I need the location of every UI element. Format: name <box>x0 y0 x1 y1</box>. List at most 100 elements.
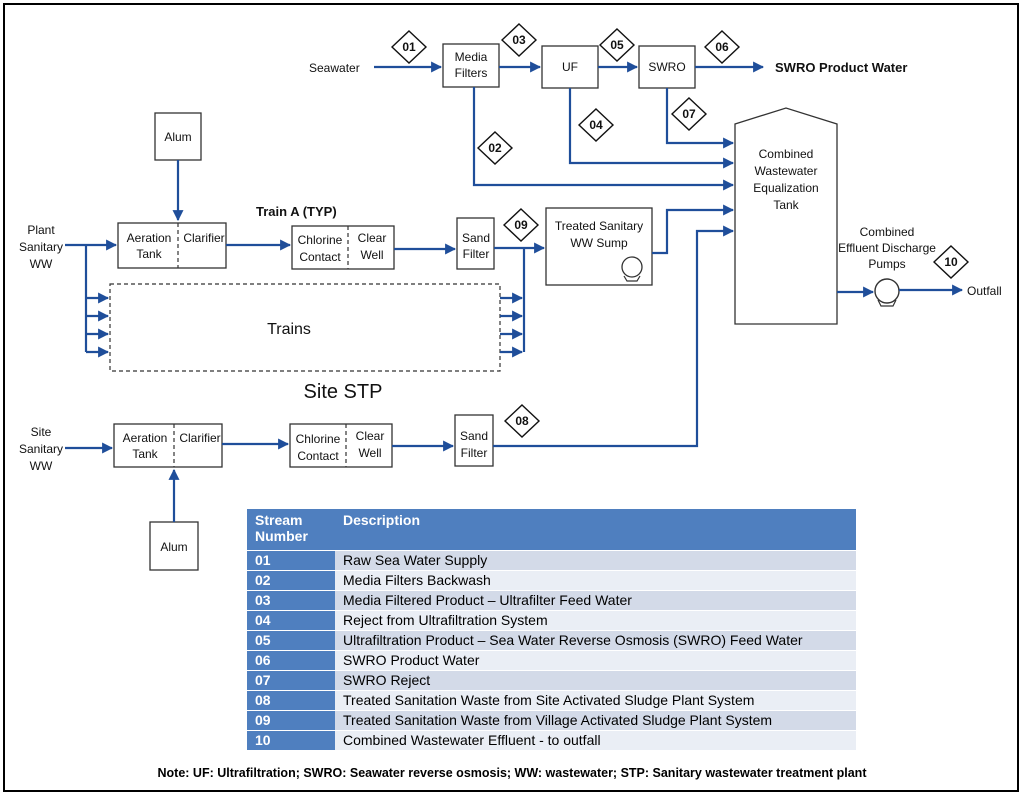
stream-tag-07: 07 <box>670 97 708 131</box>
sump-label-1: Treated Sanitary <box>555 219 643 233</box>
site-ww-label-3: WW <box>30 459 53 473</box>
site-ww-label-1: Site <box>31 425 52 439</box>
footnote: Note: UF: Ultrafiltration; SWRO: Seawate… <box>157 766 867 780</box>
chlorine-label-a-2: Contact <box>299 250 341 264</box>
seawater-label: Seawater <box>309 61 360 75</box>
swro-label: SWRO <box>648 60 685 74</box>
stream-tag-04: 04 <box>577 108 615 142</box>
chlorine-clearwell-box-a <box>291 225 395 270</box>
outfall-label: Outfall <box>967 284 1002 298</box>
flow-02-backwash <box>472 87 735 191</box>
plant-ww-label-2: Sanitary <box>19 240 63 254</box>
flow-08-to-tank <box>493 225 735 448</box>
sand-label-site-1: Sand <box>460 429 488 443</box>
aeration-clarifier-box-a <box>117 222 227 269</box>
svg-text:08: 08 <box>515 414 529 428</box>
trains-label: Trains <box>267 321 311 338</box>
svg-text:02: 02 <box>488 141 502 155</box>
swro-product-label: SWRO Product Water <box>775 60 907 75</box>
svg-text:06: 06 <box>715 40 729 54</box>
media-filters-box <box>442 43 500 88</box>
stream-tag-08: 08 <box>503 404 541 438</box>
svg-text:01: 01 <box>402 40 416 54</box>
aeration-label-site-1: Aeration <box>123 431 168 445</box>
chlorine-clearwell-box-site <box>289 423 393 468</box>
discharge-pump-icon <box>874 278 900 304</box>
diagram-frame <box>3 3 1019 792</box>
uf-box <box>541 45 599 89</box>
chlorine-label-site-2: Contact <box>297 449 339 463</box>
flow-sump-to-tank <box>652 204 735 255</box>
stream-tag-03: 03 <box>500 23 538 57</box>
aeration-clarifier-box-site <box>113 423 223 468</box>
chlorine-label-a-1: Chlorine <box>298 233 343 247</box>
alum-box-bottom <box>149 521 199 571</box>
sand-label-a-2: Filter <box>463 247 490 261</box>
flow-04-uf-reject <box>568 88 735 169</box>
clearwell-label-site-1: Clear <box>356 429 385 443</box>
tank-label-1: Combined <box>759 147 814 161</box>
sand-label-a-1: Sand <box>462 231 490 245</box>
equalization-tank <box>734 107 838 325</box>
clearwell-label-site-2: Well <box>358 446 381 460</box>
stream-tag-06: 06 <box>703 30 741 64</box>
sump-pump-icon <box>621 256 643 278</box>
svg-text:03: 03 <box>512 33 526 47</box>
stream-tag-10: 10 <box>932 245 970 279</box>
svg-text:04: 04 <box>589 118 603 132</box>
svg-text:07: 07 <box>682 107 696 121</box>
svg-text:10: 10 <box>944 255 958 269</box>
pumps-label-3: Pumps <box>868 257 905 271</box>
tank-label-4: Tank <box>773 198 799 212</box>
stream-tag-05: 05 <box>598 28 636 62</box>
media-filters-label-1: Media <box>455 50 488 64</box>
stream-tag-09: 09 <box>502 208 540 242</box>
tank-label-2: Wastewater <box>755 164 818 178</box>
clarifier-label-site: Clarifier <box>179 431 220 445</box>
stream-tag-01: 01 <box>390 30 428 64</box>
pumps-label-2: Effluent Discharge <box>838 241 936 255</box>
sand-filter-box-site <box>454 414 494 467</box>
aeration-label-a-2: Tank <box>136 247 162 261</box>
svg-text:05: 05 <box>610 38 624 52</box>
aeration-label-a-1: Aeration <box>127 231 172 245</box>
trains-box <box>109 283 501 372</box>
site-stp-label: Site STP <box>304 381 383 403</box>
pumps-label-1: Combined <box>860 225 915 239</box>
chlorine-label-site-1: Chlorine <box>296 432 341 446</box>
sump-label-2: WW Sump <box>570 236 628 250</box>
alum-label-bottom: Alum <box>160 540 187 554</box>
sand-label-site-2: Filter <box>461 446 488 460</box>
legend-header-number: Stream Number <box>247 509 335 550</box>
alum-label-top: Alum <box>164 130 191 144</box>
clearwell-label-a-1: Clear <box>358 231 387 245</box>
site-ww-label-2: Sanitary <box>19 442 63 456</box>
clarifier-label-a: Clarifier <box>183 231 224 245</box>
svg-text:09: 09 <box>514 218 528 232</box>
plant-ww-label-1: Plant <box>27 223 55 237</box>
legend-header-row: Stream Number Description <box>247 509 856 550</box>
stream-tag-02: 02 <box>476 131 514 165</box>
aeration-label-site-2: Tank <box>132 447 158 461</box>
flow-07-swro-reject <box>665 88 735 149</box>
alum-box-top <box>154 112 202 161</box>
tank-label-3: Equalization <box>753 181 818 195</box>
sump-pump-base-icon <box>623 275 641 282</box>
train-a-label: Train A (TYP) <box>256 204 337 219</box>
discharge-pump-base-icon <box>877 299 897 307</box>
uf-label: UF <box>562 60 578 74</box>
plant-ww-label-3: WW <box>30 257 53 271</box>
media-filters-label-2: Filters <box>455 66 488 80</box>
